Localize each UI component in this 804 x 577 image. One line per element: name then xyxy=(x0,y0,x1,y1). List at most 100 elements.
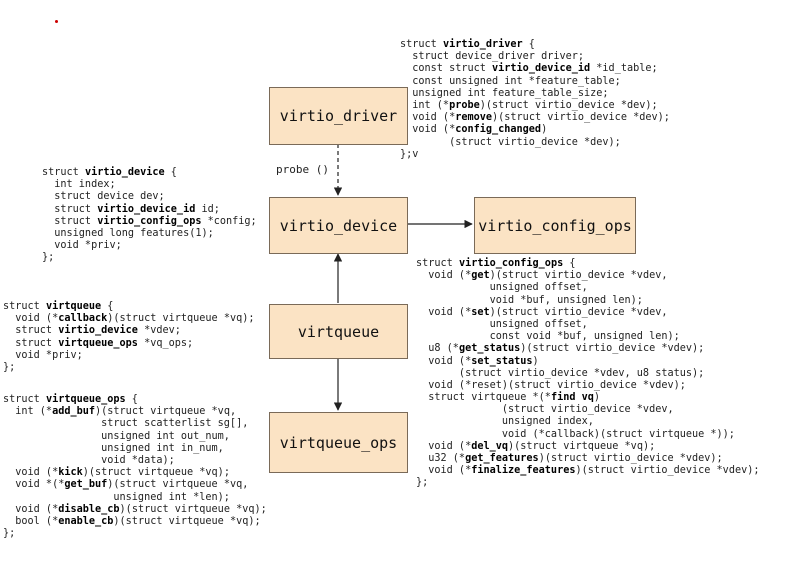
virtqueue-box: virtqueue xyxy=(269,304,408,359)
code-text: void (*reset)(struct virtio_device *vdev… xyxy=(416,379,686,391)
code-text: struct xyxy=(3,301,46,312)
code-text: )(struct virtio_device *dev); xyxy=(479,99,658,111)
code-identifier: virtqueue_ops xyxy=(45,394,126,405)
virtio-device-box: virtio_device xyxy=(269,197,408,254)
code-line: struct scatterlist sg[], xyxy=(3,418,267,430)
code-line: void *priv; xyxy=(3,350,254,362)
code-text: void (*callback)(struct virtqueue *)); xyxy=(416,428,735,440)
code-line: void (*finalize_features)(struct virtio_… xyxy=(416,465,759,477)
code-text: };v xyxy=(400,148,419,160)
code-text: )(struct virtqueue *vq, xyxy=(95,406,237,418)
code-text: int index; xyxy=(42,179,116,191)
code-line: };v xyxy=(400,149,670,161)
code-identifier: finalize_features xyxy=(471,465,576,477)
code-text: unsigned offset, xyxy=(416,318,588,330)
code-text: (struct virtio_device *vdev, u8 status); xyxy=(416,367,705,379)
code-line: struct virtio_device *vdev; xyxy=(3,325,254,337)
code-text: )(struct virtio_device *vdev, xyxy=(489,306,668,318)
code-identifier: get xyxy=(471,270,490,282)
code-text: )(struct virtio_device *vdev); xyxy=(520,343,705,355)
code-text: u32 (* xyxy=(416,453,466,464)
code-line: void (*config_changed) xyxy=(400,124,670,136)
code-identifier: set_status xyxy=(471,355,533,367)
code-text: )(struct virtqueue *vq); xyxy=(107,313,255,325)
code-line: struct virtqueue_ops *vq_ops; xyxy=(3,338,254,350)
virtio-driver-box: virtio_driver xyxy=(269,87,408,145)
code-line: struct virtio_device { xyxy=(42,167,257,179)
code-text: *vdev; xyxy=(137,325,181,337)
code-line: void *priv; xyxy=(42,240,257,252)
code-text: struct xyxy=(3,394,46,405)
code-text: struct scatterlist sg[], xyxy=(3,418,249,430)
code-line: }; xyxy=(42,252,257,264)
code-text: }; xyxy=(416,477,429,489)
code-text: (struct virtio_device *dev); xyxy=(400,136,621,148)
code-line: struct virtio_driver { xyxy=(400,39,670,51)
code-line: void *data); xyxy=(3,455,267,467)
code-text: void (* xyxy=(416,465,472,477)
probe-label: probe () xyxy=(276,163,329,176)
code-text: void (* xyxy=(416,355,472,367)
code-identifier: get_buf xyxy=(64,479,108,491)
code-text: struct device dev; xyxy=(42,191,165,203)
code-text: void (* xyxy=(3,467,59,479)
code-line: (struct virtio_device *vdev, u8 status); xyxy=(416,368,760,380)
code-text: const void *buf, unsigned len); xyxy=(416,331,680,343)
red-marker-dot xyxy=(55,20,58,23)
code-line: }; xyxy=(3,528,267,540)
code-text: struct xyxy=(42,203,98,215)
code-line: bool (*enable_cb)(struct virtqueue *vq); xyxy=(3,516,267,528)
code-text: }; xyxy=(3,361,16,373)
code-text: struct xyxy=(42,215,98,227)
code-identifier: get_features xyxy=(465,453,539,464)
code-identifier: set xyxy=(471,306,490,318)
code-identifier: virtio_device xyxy=(84,167,165,178)
code-text: )(struct virtqueue *vq); xyxy=(82,467,230,479)
code-text: { xyxy=(164,167,177,178)
code-line: unsigned int feature_table_size; xyxy=(400,88,670,100)
code-text: { xyxy=(101,301,114,312)
code-identifier: virtio_config_ops xyxy=(97,215,202,227)
code-text: *config; xyxy=(201,215,257,227)
code-line: u8 (*get_status)(struct virtio_device *v… xyxy=(416,343,760,355)
code-text: )(struct virtio_device *vdev, xyxy=(489,270,668,282)
code-line: void (*set)(struct virtio_device *vdev, xyxy=(416,307,760,319)
code-text: ) xyxy=(541,124,548,136)
code-text: )(struct virtqueue *vq, xyxy=(107,479,249,491)
code-text: *vq_ops; xyxy=(137,337,194,349)
code-text: )(struct virtio_device *dev); xyxy=(492,112,670,124)
code-line: (struct virtio_device *vdev, xyxy=(416,404,760,416)
code-identifier: virtio_config_ops xyxy=(458,258,564,269)
code-line: struct virtio_device_id id; xyxy=(42,204,257,216)
code-line: void (*kick)(struct virtqueue *vq); xyxy=(3,467,267,479)
code-text: bool (* xyxy=(3,515,59,527)
code-text: struct xyxy=(3,337,59,349)
virtio-device-struct-code: struct virtio_device { int index; struct… xyxy=(42,167,257,265)
code-text: unsigned int *len); xyxy=(3,491,230,503)
code-text: (struct virtio_device *vdev, xyxy=(416,404,674,416)
code-line: void (*remove)(struct virtio_device *dev… xyxy=(400,112,670,124)
code-line: void (*get)(struct virtio_device *vdev, xyxy=(416,270,760,282)
code-text: { xyxy=(522,39,535,50)
code-line: struct virtqueue { xyxy=(3,301,254,313)
code-identifier: config_changed xyxy=(455,124,542,136)
code-identifier: remove xyxy=(455,112,493,124)
code-text: void (* xyxy=(416,440,472,452)
code-text: { xyxy=(563,258,576,269)
code-text: void *priv; xyxy=(42,240,122,252)
code-text: void (* xyxy=(3,503,59,515)
code-line: int index; xyxy=(42,179,257,191)
code-line: void *buf, unsigned len); xyxy=(416,295,760,307)
code-line: unsigned int *len); xyxy=(3,492,267,504)
code-line: void (*reset)(struct virtio_device *vdev… xyxy=(416,380,760,392)
code-line: void (*callback)(struct virtqueue *vq); xyxy=(3,313,254,325)
code-line: int (*probe)(struct virtio_device *dev); xyxy=(400,100,670,112)
code-text: u8 (* xyxy=(416,343,459,355)
code-text: const struct xyxy=(400,63,493,75)
code-line: void (*set_status) xyxy=(416,356,760,368)
virtqueue-struct-code: struct virtqueue { void (*callback)(stru… xyxy=(3,301,254,374)
code-identifier: find vq xyxy=(550,392,594,404)
code-text: )(struct virtqueue *vq); xyxy=(113,515,261,527)
code-line: const struct virtio_device_id *id_table; xyxy=(400,63,670,75)
code-identifier: virtio_driver xyxy=(442,39,523,50)
